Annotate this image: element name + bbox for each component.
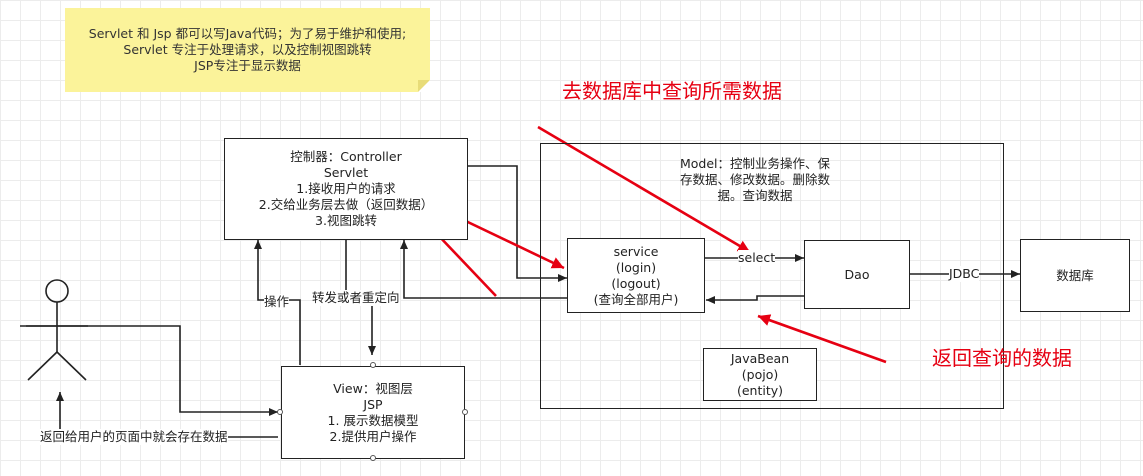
note-line-1: Servlet 和 Jsp 都可以写Java代码；为了易于维护和使用; [88, 26, 407, 41]
view-handle-bottom[interactable] [370, 455, 376, 461]
return-data-annotation: 返回查询的数据 [932, 346, 1072, 370]
service-login: (login) [615, 259, 657, 275]
operate-label: 操作 [264, 294, 290, 310]
view-subtitle: JSP [363, 396, 383, 412]
forward-label: 转发或者重定向 [312, 290, 400, 306]
model-line-2: 存数据、修改数据。删除数 [679, 172, 830, 187]
red-arrow-query [537, 125, 751, 254]
controller-title: 控制器：Controller [290, 149, 402, 164]
javabean-box: JavaBean (pojo) (entity) [703, 348, 817, 401]
controller-box: 控制器：Controller Servlet 1.接收用户的请求 2.交给业务层… [224, 138, 468, 240]
controller-step-1: 1.接收用户的请求 [296, 181, 396, 196]
service-box: service (login) (logout) (查询全部用户) [567, 238, 705, 313]
dao-to-service-line [706, 295, 804, 304]
view-box: View：视图层 JSP 1. 展示数据模型 2.提供用户操作 [281, 366, 465, 459]
dao-label: Dao [844, 266, 870, 282]
dao-box: Dao [804, 240, 910, 309]
jdbc-label: JDBC [949, 266, 980, 282]
sticky-note: Servlet 和 Jsp 都可以写Java代码；为了易于维护和使用; Serv… [65, 8, 430, 92]
service-to-controller-line [400, 240, 567, 299]
note-line-3: JSP专注于显示数据 [194, 58, 301, 73]
user-figure-icon [26, 279, 88, 381]
red-arrow-return [757, 314, 887, 364]
controller-step-2: 2.交给业务层去做（返回数据） [258, 197, 434, 212]
view-step-1: 1. 展示数据模型 [327, 412, 419, 428]
service-title: service [613, 243, 659, 259]
model-description: Model：控制业务操作、保 存数据、修改数据。删除数 据。查询数据 [660, 156, 850, 204]
view-handle-left[interactable] [277, 409, 283, 415]
view-title: View：视图层 [333, 380, 413, 396]
view-handle-right[interactable] [462, 409, 468, 415]
return-page-label: 返回给用户的页面中就会存在数据 [40, 429, 228, 445]
controller-step-3: 3.视图跳转 [315, 213, 377, 228]
controller-subtitle: Servlet [323, 165, 369, 180]
note-line-2: Servlet 专注于处理请求，以及控制视图跳转 [123, 42, 372, 57]
javabean-pojo: (pojo) [741, 366, 779, 382]
service-logout: (logout) [611, 275, 661, 291]
database-label: 数据库 [1056, 267, 1094, 283]
controller-to-service-line [468, 165, 567, 282]
select-label: select [738, 250, 776, 266]
user-to-view-line [20, 325, 278, 416]
service-query-all: (查询全部用户) [593, 291, 679, 307]
query-db-annotation: 去数据库中查询所需数据 [562, 79, 782, 103]
database-box: 数据库 [1020, 239, 1130, 312]
model-line-1: Model：控制业务操作、保 [679, 156, 831, 171]
javabean-title: JavaBean [730, 350, 790, 366]
view-step-2: 2.提供用户操作 [329, 428, 417, 444]
javabean-entity: (entity) [736, 382, 784, 398]
model-box [540, 143, 1004, 409]
view-handle-top[interactable] [370, 362, 376, 368]
model-line-3: 据。查询数据 [717, 188, 793, 203]
